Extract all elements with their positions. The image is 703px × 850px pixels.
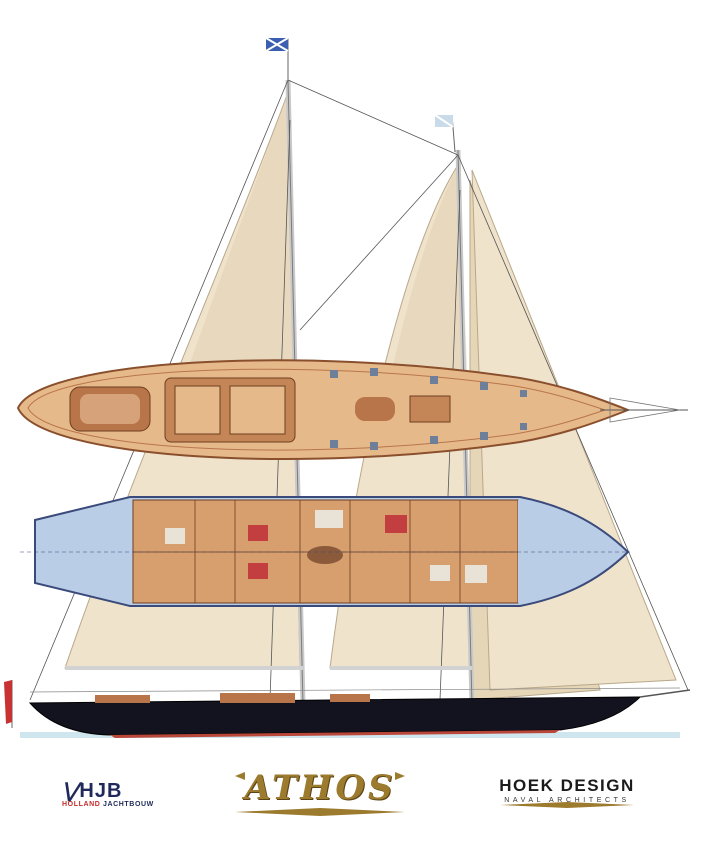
yacht-drawing	[4, 37, 691, 738]
builder-logo-mark: ⋁HJB	[62, 780, 123, 802]
builder-subtitle-jachtbouw: JACHTBOUW	[102, 801, 154, 808]
designer-logo: HOEK DESIGN NAVAL ARCHITECTS	[482, 776, 652, 816]
ensign-flag-icon	[4, 680, 13, 728]
yacht-name-block: ATHOS	[225, 762, 415, 822]
builder-logo: ⋁HJB HOLLAND JACHTBOUW	[62, 778, 182, 818]
designer-subtitle: NAVAL ARCHITECTS	[504, 797, 630, 804]
interior-plan	[20, 496, 630, 607]
ornament-icon	[235, 772, 405, 816]
deck-plan	[16, 359, 688, 460]
flag-icon	[265, 37, 289, 82]
designer-name: HOEK DESIGN	[499, 776, 635, 795]
sail-shading	[380, 165, 470, 430]
ornament-icon	[500, 802, 634, 808]
flag-icon	[434, 114, 456, 153]
yacht-name: ATHOS	[244, 768, 396, 808]
hull-profile	[28, 687, 691, 738]
builder-subtitle: HOLLAND JACHTBOUW	[62, 801, 154, 808]
builder-subtitle-holland: HOLLAND	[62, 801, 101, 808]
builder-logo-text: HJB	[79, 780, 123, 802]
